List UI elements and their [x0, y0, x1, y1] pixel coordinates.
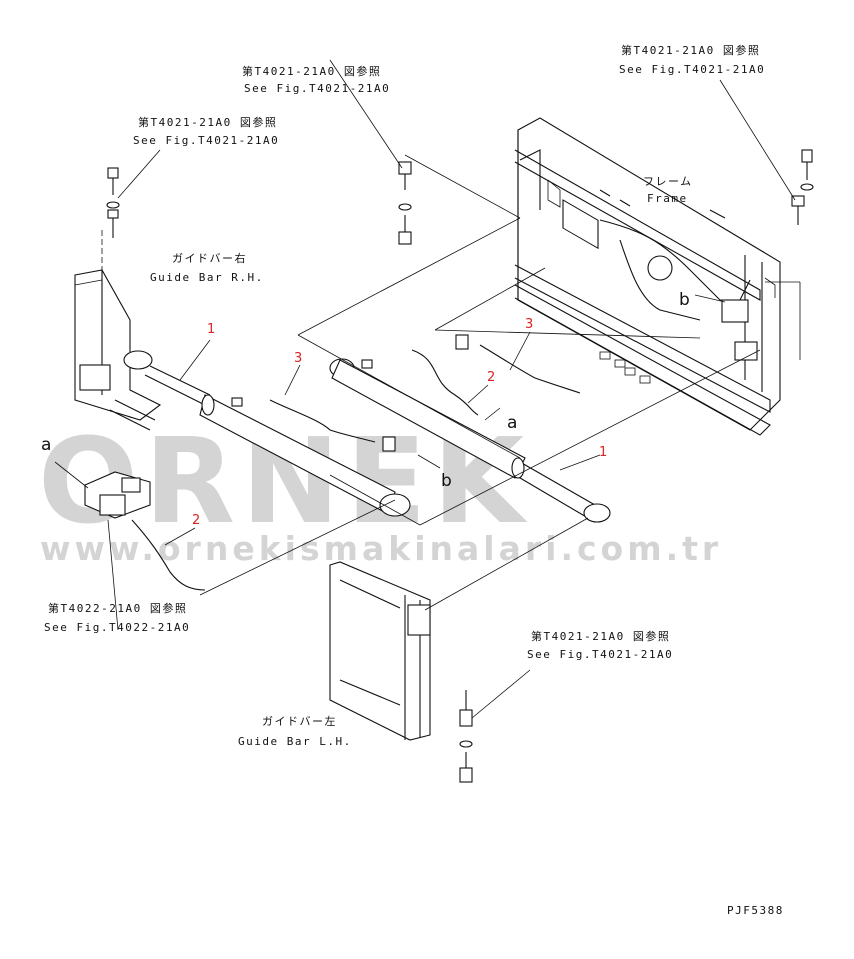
reference-en: See Fig.T4021-21A0 — [619, 63, 765, 76]
guide-bar-lh-drawing — [329, 561, 431, 741]
reference-top-center: 第T4021-21A0 図参照 See Fig.T4021-21A0 — [242, 64, 390, 95]
frame-label-jp: フレーム — [643, 175, 693, 188]
valve-assembly — [84, 471, 151, 519]
callout-a-frame: a — [507, 413, 517, 433]
reference-jp: 第T4021-21A0 図参照 — [531, 629, 670, 643]
reference-valve: 第T4022-21A0 図参照 See Fig.T4022-21A0 — [44, 601, 190, 634]
reference-bottom: 第T4021-21A0 図参照 See Fig.T4021-21A0 — [527, 629, 673, 661]
fittings — [231, 334, 469, 452]
guide-bar-rh-label: ガイドバー右 Guide Bar R.H. — [150, 251, 264, 284]
part-number: 2 — [487, 370, 495, 385]
part-number: 3 — [525, 317, 533, 332]
reference-en: See Fig.T4021-21A0 — [133, 134, 279, 147]
frame-label-en: Frame — [647, 192, 688, 205]
reference-en: See Fig.T4021-21A0 — [244, 82, 390, 95]
callout-b-frame: b — [679, 290, 690, 310]
reference-jp: 第T4021-21A0 図参照 — [621, 43, 760, 57]
part-number: 1 — [207, 322, 215, 337]
watermark-url: www.ornekismakinalari.com.tr — [40, 529, 722, 568]
reference-jp: 第T4021-21A0 図参照 — [138, 115, 277, 129]
cylinder-rear — [329, 358, 611, 523]
reference-en: See Fig.T4021-21A0 — [527, 648, 673, 661]
guide-bar-rh-jp: ガイドバー右 — [172, 251, 247, 265]
part-number: 2 — [192, 513, 200, 528]
frame-drawing — [514, 117, 781, 436]
guide-bar-rh-en: Guide Bar R.H. — [150, 271, 264, 284]
reference-jp: 第T4022-21A0 図参照 — [48, 601, 187, 615]
guide-bar-rh-drawing — [74, 230, 162, 431]
guide-bar-lh-label: ガイドバー左 Guide Bar L.H. — [238, 715, 352, 748]
reference-en: See Fig.T4022-21A0 — [44, 621, 190, 634]
reference-jp: 第T4021-21A0 図参照 — [242, 64, 381, 78]
bolts — [106, 149, 814, 783]
guide-bar-lh-jp: ガイドバー左 — [262, 715, 337, 728]
frame-label: フレーム Frame — [643, 175, 693, 205]
reference-top-left: 第T4021-21A0 図参照 See Fig.T4021-21A0 — [133, 115, 279, 147]
hoses — [131, 344, 581, 591]
part-number: 1 — [599, 445, 607, 460]
cylinder-front — [123, 350, 411, 517]
leader-lines — [54, 59, 801, 719]
reference-top-right: 第T4021-21A0 図参照 See Fig.T4021-21A0 — [619, 43, 765, 76]
drawing-id: PJF5388 — [727, 904, 784, 917]
guide-bar-lh-en: Guide Bar L.H. — [238, 735, 352, 748]
part-number: 3 — [294, 351, 302, 366]
callout-a-valve: a — [41, 435, 51, 455]
callout-b-fitting: b — [441, 471, 452, 491]
